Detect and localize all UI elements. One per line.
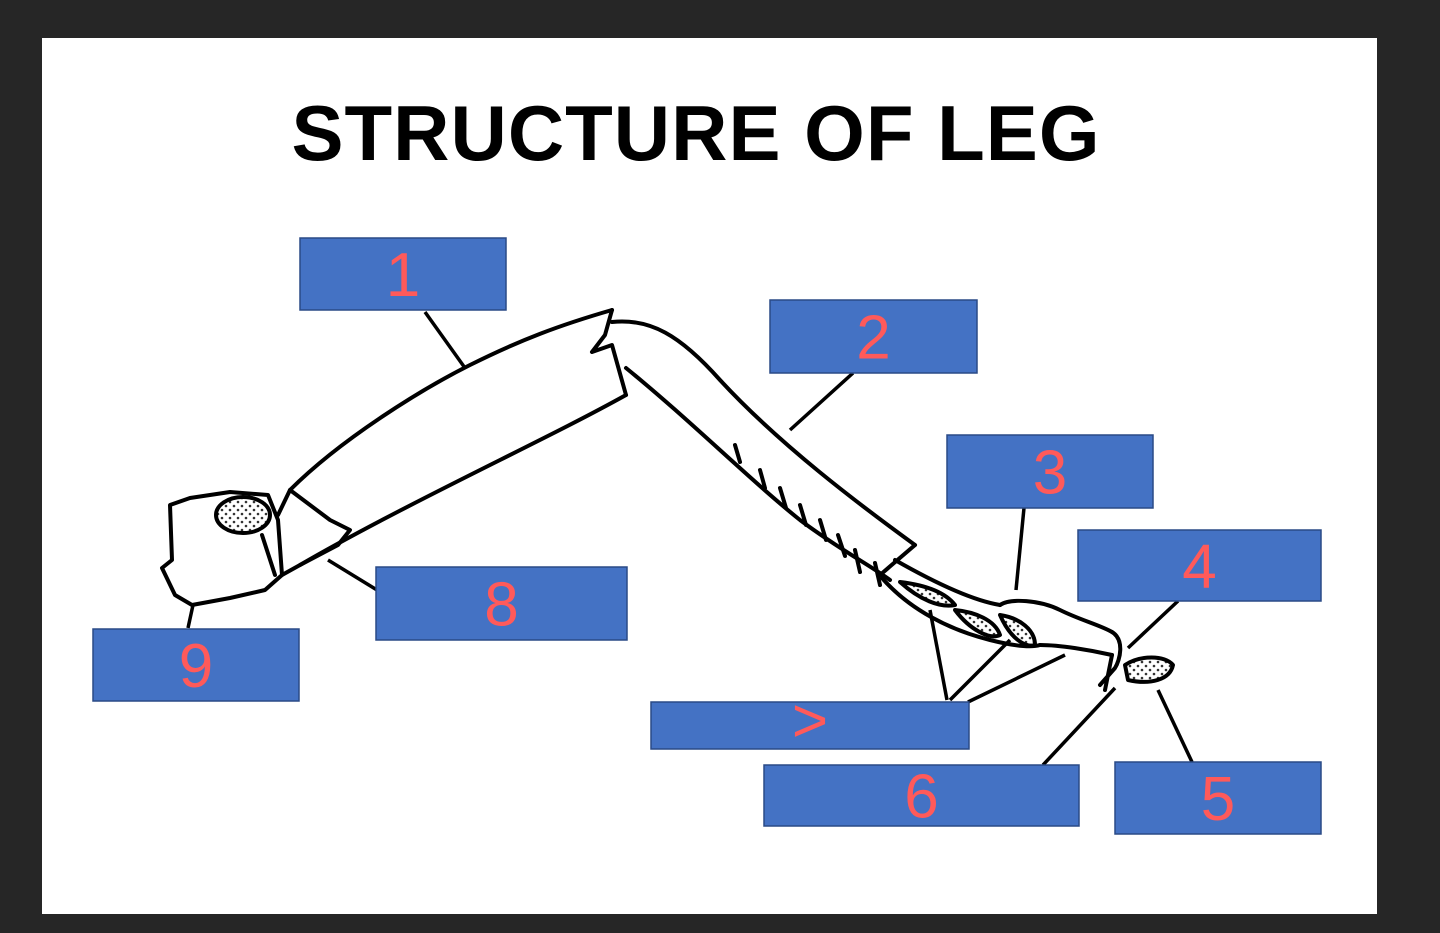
arolium	[1123, 655, 1175, 684]
leg-drawing	[160, 308, 1175, 692]
label-number-2: 2	[856, 304, 890, 373]
label-number-1: 1	[386, 241, 420, 310]
label-boxes: 1 2 3 4 5 6 >8 9	[92, 237, 1322, 835]
tibia-upper	[610, 319, 917, 547]
coxa-outline	[160, 490, 284, 607]
coxa-spot	[214, 495, 272, 535]
label-box-rect-9	[92, 628, 300, 702]
diagram-title: STRUCTURE OF LEG	[291, 89, 1101, 177]
tarsus-joint	[998, 598, 1114, 634]
tibia-lower	[624, 366, 892, 582]
label-box-6[interactable]: 6	[763, 763, 1080, 832]
label-number-3: 3	[1033, 439, 1067, 508]
label-box-9[interactable]: 9	[92, 628, 300, 702]
tarsus-upper	[893, 558, 1002, 607]
tibia-spines	[733, 443, 882, 587]
label-number-4: 4	[1182, 533, 1216, 602]
trochanter-inner	[260, 533, 277, 577]
label-box-2[interactable]: 2	[769, 299, 978, 374]
tarsus-dots-3	[998, 613, 1037, 648]
label-box-rect-4	[1077, 529, 1322, 602]
claw	[1098, 630, 1123, 692]
tarsus-dots-1	[898, 580, 957, 608]
label-box-rect-5	[1114, 761, 1322, 835]
trochanter-outline	[276, 488, 352, 577]
label-box-rect-6	[763, 764, 1080, 827]
label-box-rect-2	[769, 299, 978, 374]
label-number-9: 9	[179, 632, 213, 701]
label-number-6: 6	[904, 763, 938, 832]
label-number-5: 5	[1201, 765, 1235, 834]
label-box-1[interactable]: 1	[299, 237, 507, 311]
label-box-4[interactable]: 4	[1077, 529, 1322, 602]
label-box-rect-1	[299, 237, 507, 311]
tarsus-dots-2	[953, 608, 1002, 639]
label-box-3[interactable]: 3	[946, 434, 1154, 509]
label-number-7: >	[792, 687, 828, 756]
leader-lines	[186, 310, 1194, 767]
label-box-7[interactable]: >	[650, 687, 970, 756]
label-box-rect-3	[946, 434, 1154, 509]
femur-tip	[590, 308, 628, 397]
label-number-8: 8	[484, 571, 518, 640]
label-box-8[interactable]: 8	[375, 566, 628, 641]
femur-upper	[288, 308, 614, 492]
tarsus-end	[1038, 643, 1114, 657]
label-box-rect-8	[375, 566, 628, 641]
label-box-5[interactable]: 5	[1114, 761, 1322, 835]
femur-lower	[298, 393, 628, 567]
label-box-rect-7	[650, 701, 970, 750]
